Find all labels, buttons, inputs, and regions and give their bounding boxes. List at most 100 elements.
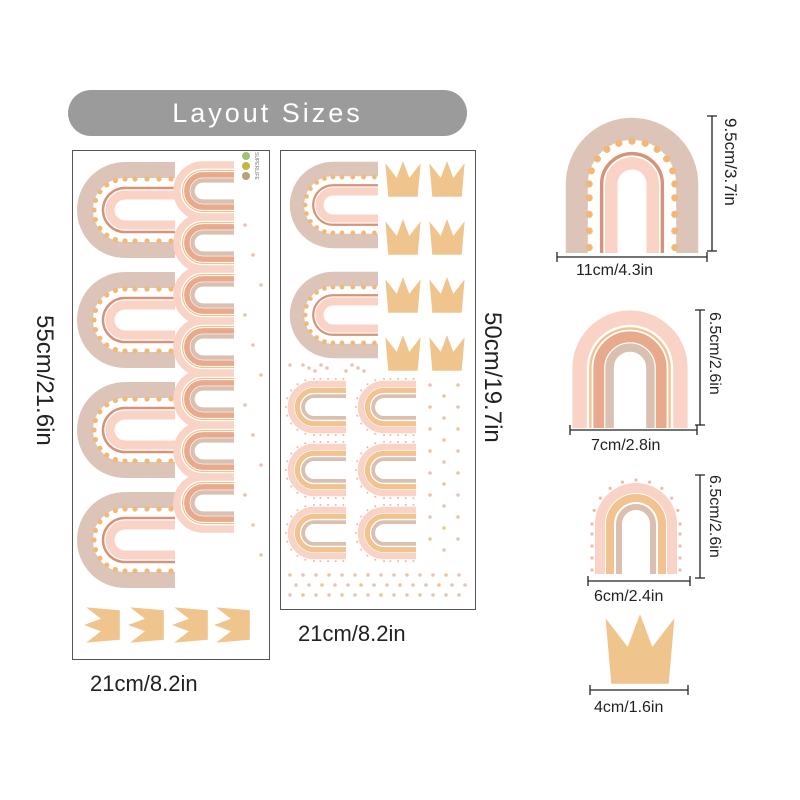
confetti-dot bbox=[251, 433, 255, 437]
rainbow-sticker-large bbox=[85, 390, 175, 470]
confetti-dot bbox=[314, 573, 318, 577]
crown-sticker bbox=[429, 277, 465, 313]
confetti-dot bbox=[313, 369, 317, 373]
confetti-dot bbox=[379, 573, 383, 577]
confetti-dot bbox=[294, 583, 298, 587]
rainbow-sticker-medium bbox=[177, 321, 234, 373]
confetti-dot bbox=[392, 593, 396, 597]
confetti-dot bbox=[456, 471, 460, 475]
confetti-dot bbox=[456, 537, 460, 541]
rainbow-sticker-large bbox=[297, 169, 378, 241]
svg-text:SUPERLIFE: SUPERLIFE bbox=[253, 152, 259, 180]
confetti-dot bbox=[463, 583, 467, 587]
confetti-dot bbox=[456, 493, 460, 497]
confetti-dot bbox=[428, 383, 432, 387]
width-dimension-line bbox=[556, 252, 708, 262]
rainbow-sticker-7cm bbox=[580, 318, 681, 428]
confetti-dot bbox=[457, 573, 461, 577]
confetti-dot bbox=[385, 583, 389, 587]
confetti-dot bbox=[398, 583, 402, 587]
confetti-dot bbox=[444, 593, 448, 597]
confetti-dot bbox=[442, 526, 446, 530]
confetti-dot bbox=[379, 593, 383, 597]
confetti-dot bbox=[243, 493, 247, 497]
confetti-dot bbox=[350, 363, 354, 367]
confetti-dot bbox=[327, 573, 331, 577]
confetti-dot bbox=[301, 593, 305, 597]
confetti-dot bbox=[259, 373, 263, 377]
sheet-2-width-label: 21cm/8.2in bbox=[298, 621, 406, 646]
confetti-dot bbox=[288, 593, 292, 597]
rainbow-sticker-large bbox=[85, 280, 175, 360]
crown-sticker bbox=[429, 219, 465, 255]
confetti-dot bbox=[356, 366, 360, 370]
item-2-width-label: 7cm/2.8in bbox=[591, 437, 661, 454]
confetti-dot bbox=[450, 583, 454, 587]
confetti-dot bbox=[442, 394, 446, 398]
crown-sticker bbox=[385, 277, 421, 313]
rainbow-sticker-large bbox=[85, 170, 175, 250]
crown-sticker bbox=[128, 607, 164, 643]
crown-sticker bbox=[172, 607, 208, 643]
confetti-dot bbox=[428, 449, 432, 453]
confetti-dot bbox=[442, 438, 446, 442]
confetti-dot bbox=[340, 593, 344, 597]
confetti-dot bbox=[288, 363, 292, 367]
confetti-dot bbox=[442, 416, 446, 420]
item-1-height-label: 9.5cm/3.7in bbox=[721, 118, 740, 206]
rainbow-sticker-small bbox=[285, 441, 346, 499]
confetti-dot bbox=[372, 583, 376, 587]
width-dimension-line bbox=[569, 425, 698, 435]
confetti-dot bbox=[251, 523, 255, 527]
confetti-dot bbox=[456, 449, 460, 453]
confetti-dot bbox=[366, 573, 370, 577]
confetti-dot bbox=[327, 593, 331, 597]
crown-sticker-4cm bbox=[605, 614, 675, 684]
confetti-dot bbox=[314, 593, 318, 597]
confetti-dot bbox=[251, 253, 255, 257]
width-dimension-line bbox=[589, 685, 689, 695]
rainbow-sticker-small bbox=[355, 504, 416, 562]
crown-sticker bbox=[84, 607, 120, 643]
confetti-dot bbox=[428, 427, 432, 431]
rainbow-sticker-small bbox=[355, 441, 416, 499]
item-3-width-label: 6cm/2.4in bbox=[594, 588, 664, 605]
sheet-1-height-label: 55cm/21.6in bbox=[31, 315, 58, 446]
confetti-dot bbox=[442, 504, 446, 508]
confetti-dot bbox=[320, 583, 324, 587]
confetti-dot bbox=[340, 573, 344, 577]
crown-sticker bbox=[429, 335, 465, 371]
rainbow-sticker-large bbox=[85, 500, 175, 580]
sheet-2 bbox=[280, 150, 476, 610]
rainbow-sticker-small bbox=[285, 504, 346, 562]
confetti-dot bbox=[456, 427, 460, 431]
confetti-dot bbox=[457, 593, 461, 597]
rainbow-sticker-medium bbox=[177, 373, 234, 425]
confetti-dot bbox=[243, 313, 247, 317]
confetti-dot bbox=[307, 366, 311, 370]
confetti-dot bbox=[442, 548, 446, 552]
confetti-dot bbox=[418, 573, 422, 577]
confetti-dot bbox=[301, 573, 305, 577]
confetti-dot bbox=[259, 553, 263, 557]
height-dimension-line bbox=[695, 474, 705, 579]
crown-sticker bbox=[214, 607, 250, 643]
confetti-dot bbox=[428, 493, 432, 497]
rainbow-sticker-medium bbox=[177, 217, 234, 269]
item-3-height-label: 6.5cm/2.6in bbox=[706, 475, 723, 558]
confetti-dot bbox=[392, 573, 396, 577]
confetti-dot bbox=[359, 583, 363, 587]
confetti-dot bbox=[418, 593, 422, 597]
crown-sticker bbox=[385, 161, 421, 197]
rainbow-sticker-medium bbox=[177, 425, 234, 477]
item-2-height-label: 6.5cm/2.6in bbox=[706, 312, 723, 395]
confetti-dot bbox=[366, 593, 370, 597]
confetti-dot bbox=[325, 366, 329, 370]
rainbow-sticker-medium bbox=[177, 269, 234, 321]
crown-sticker bbox=[385, 219, 421, 255]
confetti-dot bbox=[259, 283, 263, 287]
rainbow-sticker-6cm bbox=[590, 478, 681, 574]
confetti-dot bbox=[362, 369, 366, 373]
confetti-dot bbox=[442, 460, 446, 464]
